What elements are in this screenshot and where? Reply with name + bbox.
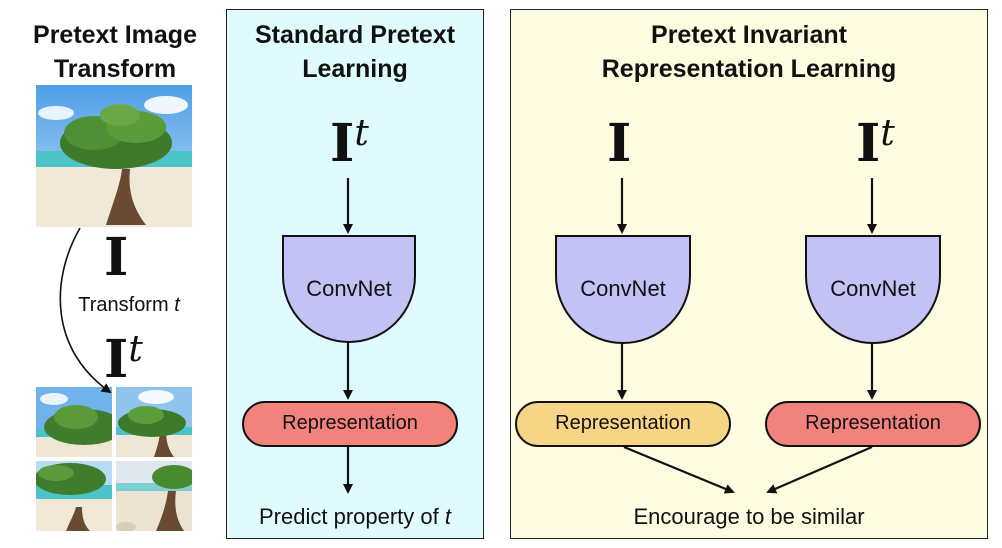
right-left-rep-shape: [515, 401, 731, 447]
converge-arrow-right: [766, 445, 873, 494]
middle-rep-shape: [242, 401, 458, 447]
right-title: Pretext Invariant Representation Learnin…: [510, 18, 988, 86]
right-title-line1: Pretext Invariant: [651, 21, 847, 49]
middle-convnet-shape: [282, 235, 416, 343]
right-right-rep-label: Representation: [805, 412, 941, 434]
middle-convnet-label: ConvNet: [306, 276, 392, 301]
transform-arrow: [59, 227, 112, 394]
left-title: Pretext Image Transform: [10, 18, 220, 86]
middle-input-I: It: [330, 113, 369, 174]
right-right-convnet-shape: [805, 235, 941, 344]
left-title-line2: Transform: [53, 55, 177, 83]
crop-top-left: [36, 387, 112, 457]
middle-title-line1: Standard Pretext: [254, 21, 456, 49]
right-output-text: Encourage to be similar: [633, 504, 865, 529]
right-left-rep-label: Representation: [555, 412, 691, 434]
right-input-I-right: It: [856, 113, 895, 174]
right-title-line2: Representation Learning: [601, 55, 897, 83]
image-I-label: I: [104, 227, 129, 288]
right-right-convnet-label: ConvNet: [830, 276, 916, 301]
crop-bottom-right: [116, 461, 192, 531]
crop-bottom-left: [36, 461, 112, 531]
transform-label: Transform t: [78, 294, 180, 316]
right-input-I-left: I: [607, 113, 632, 174]
crop-top-right: [116, 387, 192, 457]
middle-title-line2: Learning: [302, 55, 408, 83]
middle-rep-label: Representation: [282, 412, 418, 434]
right-right-rep-shape: [765, 401, 981, 447]
original-image: [36, 85, 192, 227]
right-left-convnet-shape: [555, 235, 691, 344]
middle-output-text: Predict property of t: [259, 504, 451, 529]
right-left-convnet-label: ConvNet: [580, 276, 666, 301]
transformed-I-label: It: [104, 329, 143, 390]
converge-arrow-left: [623, 445, 735, 494]
left-title-line1: Pretext Image: [33, 21, 197, 49]
middle-title: Standard Pretext Learning: [226, 18, 484, 86]
